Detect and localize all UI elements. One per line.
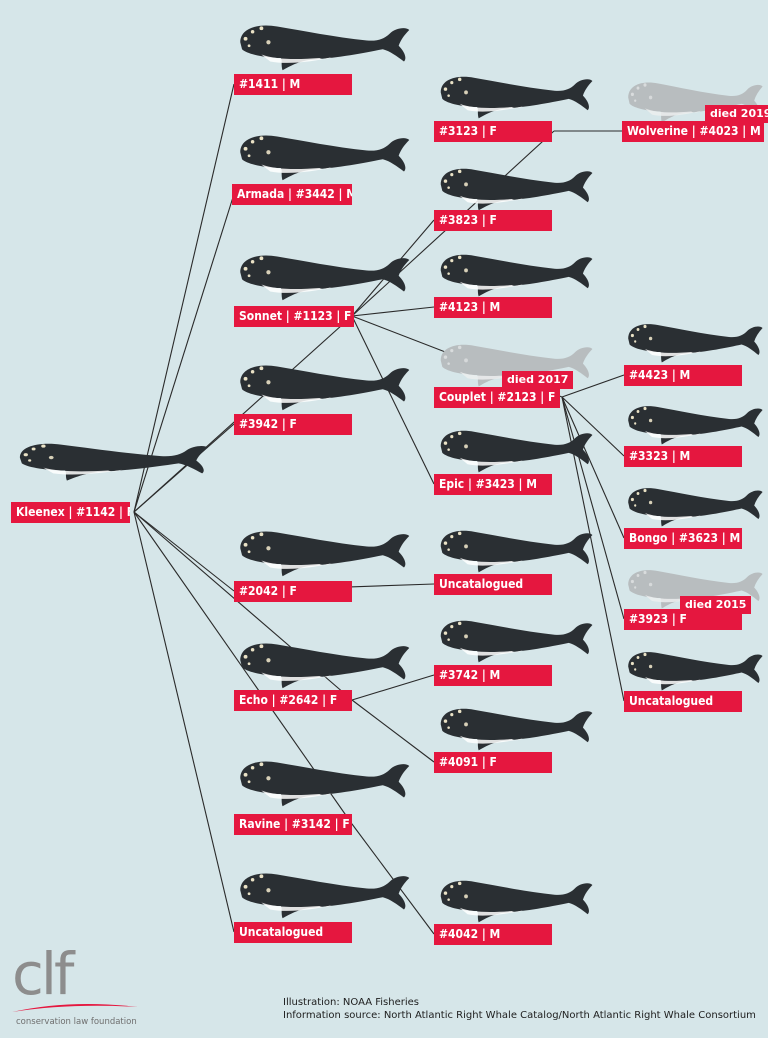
whale-illustration-unc2 [436, 522, 594, 578]
edge-couplet-n4423 [561, 374, 625, 398]
whale-illustration-armada [235, 126, 411, 186]
logo-swoosh [12, 1003, 138, 1012]
whale-label-couplet: Couplet | #2123 | F [434, 387, 560, 408]
whale-label-bongo: Bongo | #3623 | M [624, 528, 742, 549]
whale-label-n4123: #4123 | M [434, 297, 552, 318]
credits: Illustration: NOAA Fisheries Information… [283, 996, 756, 1022]
whale-label-sonnet: Sonnet | #1123 | F [234, 306, 354, 327]
edge-couplet-n3923 [561, 396, 625, 620]
whale-illustration-unc1 [235, 864, 411, 924]
death-badge-n3923: died 2015 [680, 596, 752, 614]
edge-kleenex-n1411 [133, 83, 235, 513]
edge-couplet-n3323 [561, 396, 625, 457]
whale-illustration-wolverine [624, 74, 764, 128]
whale-label-n2042: #2042 | F [234, 581, 352, 602]
whale-illustration-n3923 [624, 562, 764, 614]
whale-illustration-n3323 [624, 398, 764, 450]
whale-label-wolverine: Wolverine | #4023 | M [622, 121, 764, 142]
logo-subtitle: conservation law foundation [16, 1017, 137, 1027]
whale-label-echo: Echo | #2642 | F [234, 690, 352, 711]
whale-illustration-sonnet [235, 246, 411, 306]
edge-echo-n3742 [351, 674, 435, 701]
whale-illustration-unc3 [624, 644, 764, 696]
whale-illustration-n1411 [235, 16, 411, 76]
whale-label-n3823: #3823 | F [434, 210, 552, 231]
whale-label-epic: Epic | #3423 | M [434, 474, 552, 495]
edge-ravine-n4042 [351, 823, 435, 935]
edge-sonnet-n4123 [351, 306, 435, 317]
edge-couplet-bongo [561, 396, 625, 539]
whale-label-n3942: #3942 | F [234, 414, 352, 435]
whale-illustration-n2042 [235, 522, 411, 582]
whale-label-unc1: Uncatalogued [234, 922, 352, 943]
edge-kleenex-n3942 [133, 423, 235, 513]
whale-label-unc3: Uncatalogued [624, 691, 742, 712]
whale-label-n3323: #3323 | M [624, 446, 742, 467]
whale-illustration-ravine [235, 752, 411, 812]
whale-illustration-bongo [624, 480, 764, 532]
whale-label-n4091: #4091 | F [434, 752, 552, 773]
whale-illustration-n3823 [436, 160, 594, 216]
logo-wordmark: clf [12, 940, 74, 1008]
whale-label-ravine: Ravine | #3142 | F [234, 814, 352, 835]
whale-illustration-couplet [436, 336, 594, 392]
source-credit: Information source: North Atlantic Right… [283, 1010, 756, 1021]
death-badge-wolverine: died 2019 [705, 105, 768, 123]
whale-label-n3923: #3923 | F [624, 609, 742, 630]
edge-kleenex-n2042 [133, 511, 235, 592]
whale-illustration-n4042 [436, 872, 594, 928]
death-badge-couplet: died 2017 [502, 371, 574, 389]
whale-label-n1411: #1411 | M [234, 74, 352, 95]
whale-label-n4042: #4042 | M [434, 924, 552, 945]
clf-logo: clf conservation law foundation [12, 940, 138, 1027]
whale-illustration-epic [436, 422, 594, 478]
whale-illustration-n4091 [436, 700, 594, 756]
whale-label-n3742: #3742 | M [434, 665, 552, 686]
whale-label-n3123: #3123 | F [434, 121, 552, 142]
whale-illustration-n4423 [624, 316, 764, 368]
whale-illustration-echo [235, 634, 411, 694]
whale-illustration-n3123 [436, 68, 594, 124]
whale-label-n4423: #4423 | M [624, 365, 742, 386]
illustration-credit: Illustration: NOAA Fisheries [283, 997, 419, 1008]
whale-illustration-n3742 [436, 612, 594, 668]
edge-kleenex-unc1 [133, 511, 235, 933]
whale-label-unc2: Uncatalogued [434, 574, 552, 595]
whale-illustration-n4123 [436, 246, 594, 302]
whale-illustration-kleenex [14, 436, 210, 486]
whale-label-kleenex: Kleenex | #1142 | F [11, 502, 130, 523]
edge-sonnet-epic [351, 315, 435, 485]
whale-label-armada: Armada | #3442 | M [232, 184, 352, 205]
edge-echo-n4091 [351, 699, 435, 763]
whale-illustration-n3942 [235, 356, 411, 416]
